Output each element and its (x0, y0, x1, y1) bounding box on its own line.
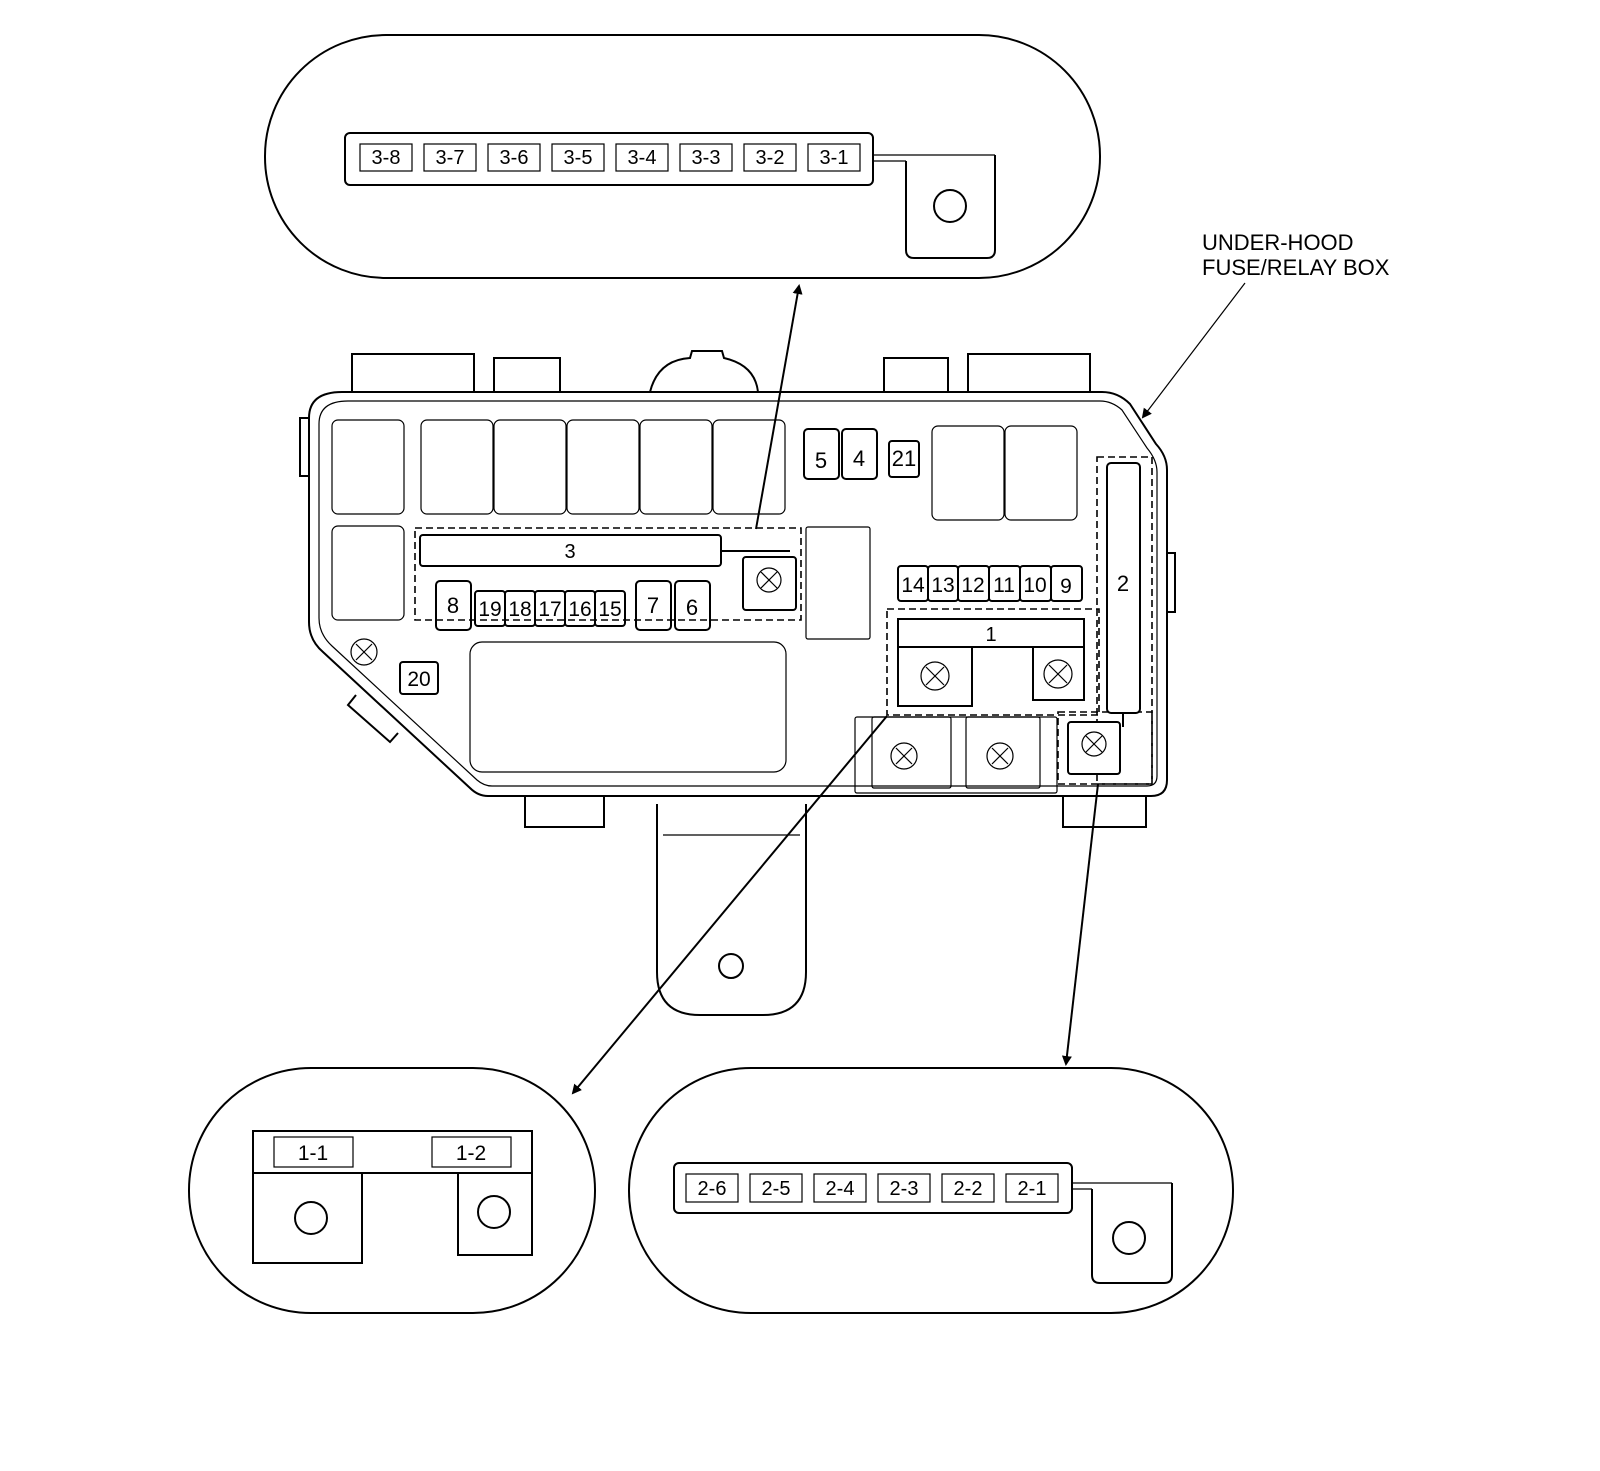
detail-oval (188, 1067, 596, 1314)
housing (308, 391, 1168, 797)
detail-oval (264, 34, 1101, 279)
fuse-label-14: 14 (901, 574, 925, 597)
bolt-hole (933, 189, 967, 223)
fuse-label-3-4: 3-4 (628, 147, 657, 169)
fuse-label-3: 3 (564, 541, 575, 563)
mounting-bracket (656, 804, 807, 1016)
housing-bolts (350, 638, 1014, 770)
fuse-label-10: 10 (1023, 574, 1046, 597)
arrow-to-detail-3 (755, 284, 803, 530)
fuse-1 (897, 618, 1085, 648)
top-tab (883, 357, 949, 392)
side-tab (1165, 552, 1176, 613)
fuse-label-3-8: 3-8 (372, 147, 401, 169)
fuse-label-8: 8 (447, 593, 459, 618)
small-fuses: 5 4 21 8 19 18 17 16 15 7 6 14 13 (399, 428, 1083, 695)
fuse-label-2-3: 2-3 (890, 1178, 919, 1200)
fuse-label-3-1: 3-1 (820, 147, 849, 169)
callout-arrows (571, 284, 1099, 1095)
fuse-label-3-2: 3-2 (756, 147, 785, 169)
mounting-tab (873, 154, 996, 259)
terminal-bolt (1043, 659, 1073, 689)
terminal-bolt (742, 556, 797, 611)
detail-fuse-2-panel: 2-6 2-5 2-4 2-3 2-2 2-1 (628, 1067, 1234, 1314)
fuse-21 (888, 440, 920, 478)
fuse-6 (674, 580, 711, 631)
top-tab (649, 350, 759, 393)
fuse-label-21: 21 (892, 446, 916, 471)
fuse-label-15: 15 (598, 598, 621, 621)
fuse-label-16: 16 (568, 598, 591, 621)
arrow-to-detail-2 (1061, 783, 1099, 1066)
fuse-20 (399, 661, 439, 695)
bolt-hole (1112, 1221, 1146, 1255)
bottom-tab (524, 796, 605, 828)
fuse-label-2-5: 2-5 (762, 1178, 791, 1200)
fuse-label-7: 7 (647, 593, 659, 618)
caption-leader-line (1141, 282, 1246, 419)
fuse-label-2-6: 2-6 (698, 1178, 727, 1200)
fuse-4 (841, 428, 878, 480)
fuse-label-2-4: 2-4 (826, 1178, 855, 1200)
detail-fuse-1-panel: 1-1 1-2 (188, 1067, 596, 1314)
top-tab (967, 353, 1091, 392)
fuse-label-20: 20 (407, 668, 430, 691)
bracket-hole (718, 953, 744, 979)
top-tab (493, 357, 561, 392)
fuse-5 (803, 428, 840, 480)
fuse-label-13: 13 (931, 574, 954, 597)
fuse-label-2-1: 2-1 (1018, 1178, 1047, 1200)
fuse-label-2-2: 2-2 (954, 1178, 983, 1200)
terminal-bolt (920, 661, 950, 691)
fuse-label-1-2: 1-2 (456, 1142, 486, 1165)
fuse-15 (594, 590, 626, 627)
fuse-1-block: 1 (886, 608, 1100, 716)
fuse-label-11: 11 (993, 574, 1015, 597)
fuse-7 (635, 580, 672, 631)
fuse-label-5: 5 (815, 448, 827, 473)
fuse-label-17: 17 (538, 598, 561, 621)
fuse-label-3-5: 3-5 (564, 147, 593, 169)
fuse-label-1-1: 1-1 (298, 1142, 328, 1165)
fuse-label-9: 9 (1060, 575, 1072, 598)
terminal-bolt (1067, 721, 1121, 775)
fuse-label-3-3: 3-3 (692, 147, 721, 169)
fuse-2-block: 2 (1057, 456, 1153, 785)
bottom-tab (1062, 796, 1147, 828)
fuse-label-12: 12 (961, 574, 984, 597)
fuse-strip (344, 132, 874, 186)
caption-line-2: FUSE/RELAY BOX (1202, 255, 1390, 280)
caption-line-1: UNDER-HOOD (1202, 230, 1354, 255)
caption: UNDER-HOOD FUSE/RELAY BOX (1141, 230, 1390, 419)
side-tab (299, 417, 309, 477)
main-fuse-box: 3 5 4 21 8 19 18 17 16 15 (299, 350, 1176, 1016)
fuse-label-4: 4 (853, 446, 865, 471)
detail-fuse-3-panel: 3-8 3-7 3-6 3-5 3-4 3-3 3-2 3-1 (264, 34, 1101, 279)
bolt-hole (477, 1195, 511, 1229)
arrow-to-detail-1 (571, 715, 888, 1095)
fuse-label-6: 6 (686, 595, 698, 620)
fuse-label-3-6: 3-6 (500, 147, 529, 169)
fuse-label-19: 19 (478, 598, 501, 621)
fuse-3-block: 3 (414, 527, 802, 621)
side-tab (346, 694, 399, 744)
fuse-label-1: 1 (985, 624, 996, 646)
fuse-strip (252, 1130, 533, 1174)
top-tab (351, 353, 475, 392)
detail-3-labels: 3-8 3-7 3-6 3-5 3-4 3-3 3-2 3-1 (359, 143, 861, 172)
fuse-label-18: 18 (508, 598, 531, 621)
bolt-hole (294, 1201, 328, 1235)
fuse-8 (435, 580, 472, 631)
fuse-9 (1050, 565, 1083, 602)
fuse-strip (673, 1162, 1073, 1214)
fuse-label-2: 2 (1117, 571, 1129, 596)
relay-pads (331, 419, 1078, 794)
fuse-label-3-7: 3-7 (436, 147, 465, 169)
housing-inner (318, 400, 1158, 787)
detail-oval (628, 1067, 1234, 1314)
